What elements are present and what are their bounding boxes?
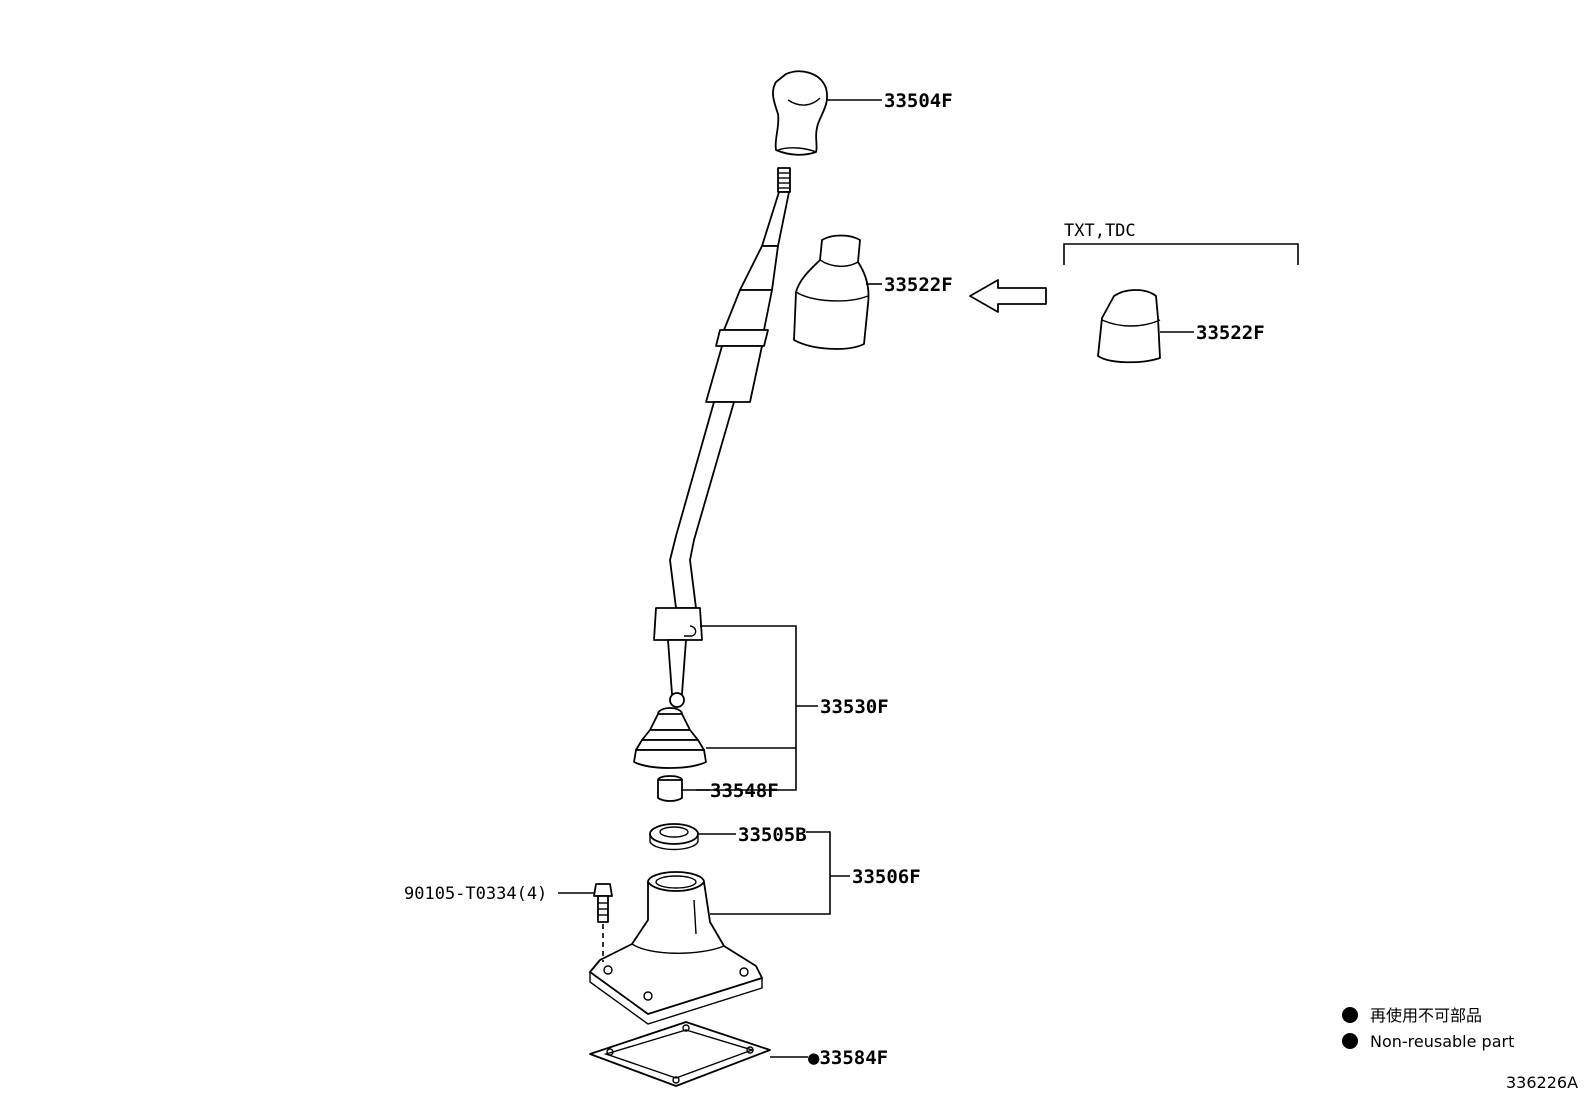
legend-en: Non-reusable part [1370,1032,1514,1051]
bracket-retainer [710,831,831,915]
shift-retainer [589,871,763,1025]
legend-jp: 再使用不可部品 [1370,1006,1482,1025]
non-reusable-dot-icon [1342,1033,1358,1049]
part-label-retainer[interactable]: 33506F [852,866,921,888]
shift-boot [793,234,870,350]
diagram-id: 336226A [1506,1073,1578,1092]
part-label-seal[interactable]: 33505B [738,824,807,846]
gasket [589,1021,771,1087]
part-label-bolt[interactable]: 90105-T0334(4) [404,884,547,904]
part-label-boot-variant[interactable]: 33522F [1196,322,1265,344]
oil-seal [649,823,699,851]
shift-boot-variant [1097,289,1161,364]
bushing [657,775,683,802]
part-label-bushing[interactable]: 33548F [710,780,779,802]
arrow-left-icon [969,279,1047,313]
variant-bracket [1063,243,1299,265]
variant-label: TXT,TDC [1064,221,1136,241]
non-reusable-dot-icon [1342,1007,1358,1023]
part-label-gasket[interactable]: ●33584F [808,1047,888,1069]
shift-knob [772,70,828,156]
part-label-lever-assy[interactable]: 33530F [820,696,889,718]
bracket-lever-assy [696,625,797,791]
bolt [593,883,613,923]
shift-lever [653,167,791,708]
lever-dust-boot [633,707,707,769]
part-label-boot[interactable]: 33522F [884,274,953,296]
part-label-knob[interactable]: 33504F [884,90,953,112]
